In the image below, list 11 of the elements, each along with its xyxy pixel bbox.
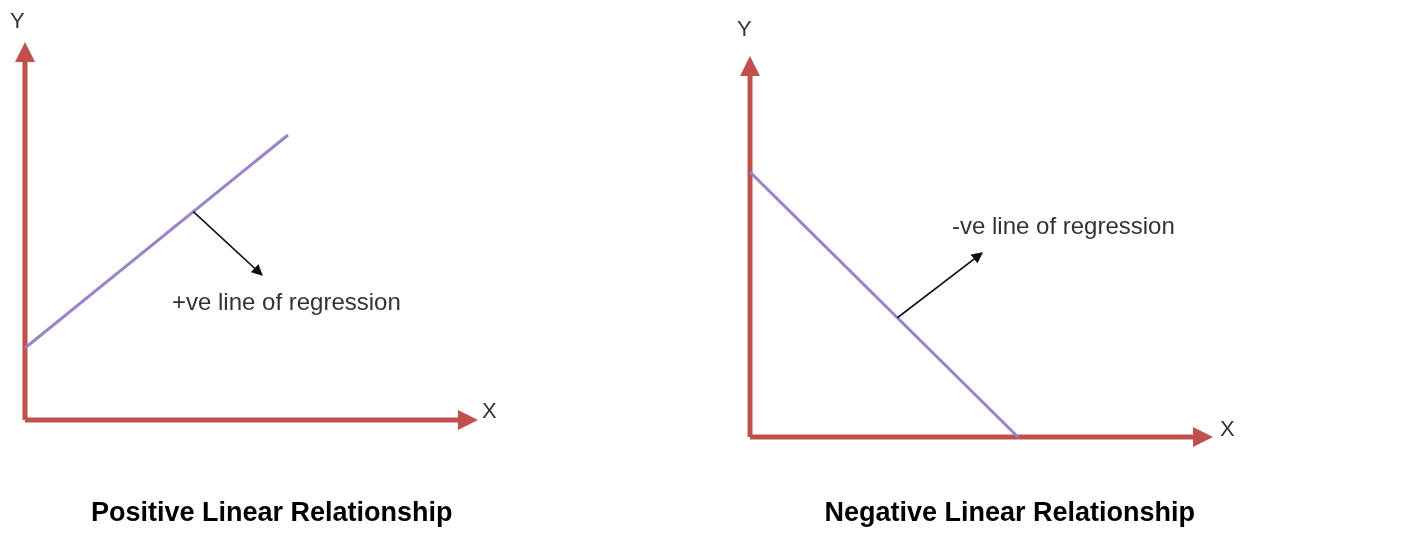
chart-caption: Negative Linear Relationship [824,498,1196,526]
axis-label: Y [10,10,25,32]
chart-caption: Positive Linear Relationship [91,498,453,526]
axis-label: X [482,400,497,422]
callout-text: +ve line of regression [172,290,401,314]
leader-arrow [896,252,983,319]
callout-text: -ve line of regression [952,214,1175,238]
axis-label: Y [737,18,752,40]
leader-arrow [192,210,263,276]
axis-label: X [1220,418,1235,440]
regression-line [24,133,289,350]
